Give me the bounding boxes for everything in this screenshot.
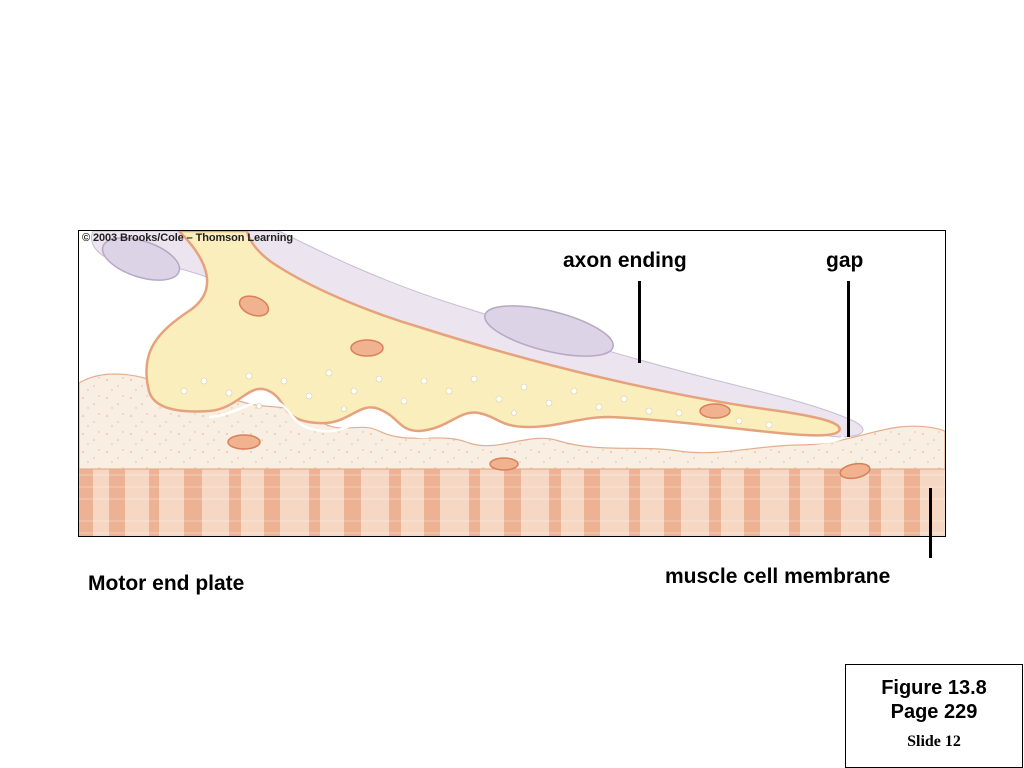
label-axon-ending: axon ending [563,249,687,272]
page-number: Page 229 [890,701,978,723]
sheath-nucleus [484,305,614,357]
label-motor-end-plate: Motor end plate [88,572,245,595]
slide-number: Slide 12 [907,733,961,750]
leader-line-axon-ending [638,281,641,363]
label-gap: gap [826,249,864,272]
axon-terminal [145,231,841,437]
figure-reference-box: Figure 13.8 Page 229 Slide 12 [845,664,1023,768]
leader-line-gap [847,281,850,437]
leader-line-muscle-cell-membrane [929,488,932,558]
mitochondria [227,295,871,480]
figure-number: Figure 13.8 [881,677,987,699]
synaptic-vesicles [180,369,773,429]
label-muscle-cell-membrane: muscle cell membrane [665,565,891,588]
copyright-notice: © 2003 Brooks/Cole – Thomson Learning [82,232,294,244]
muscle-fibers [79,469,945,536]
motor-end-plate-illustration: © 2003 Brooks/Cole – Thomson Learning [78,230,946,537]
sheath-nucleus [101,237,181,281]
junctional-folds [208,398,845,444]
